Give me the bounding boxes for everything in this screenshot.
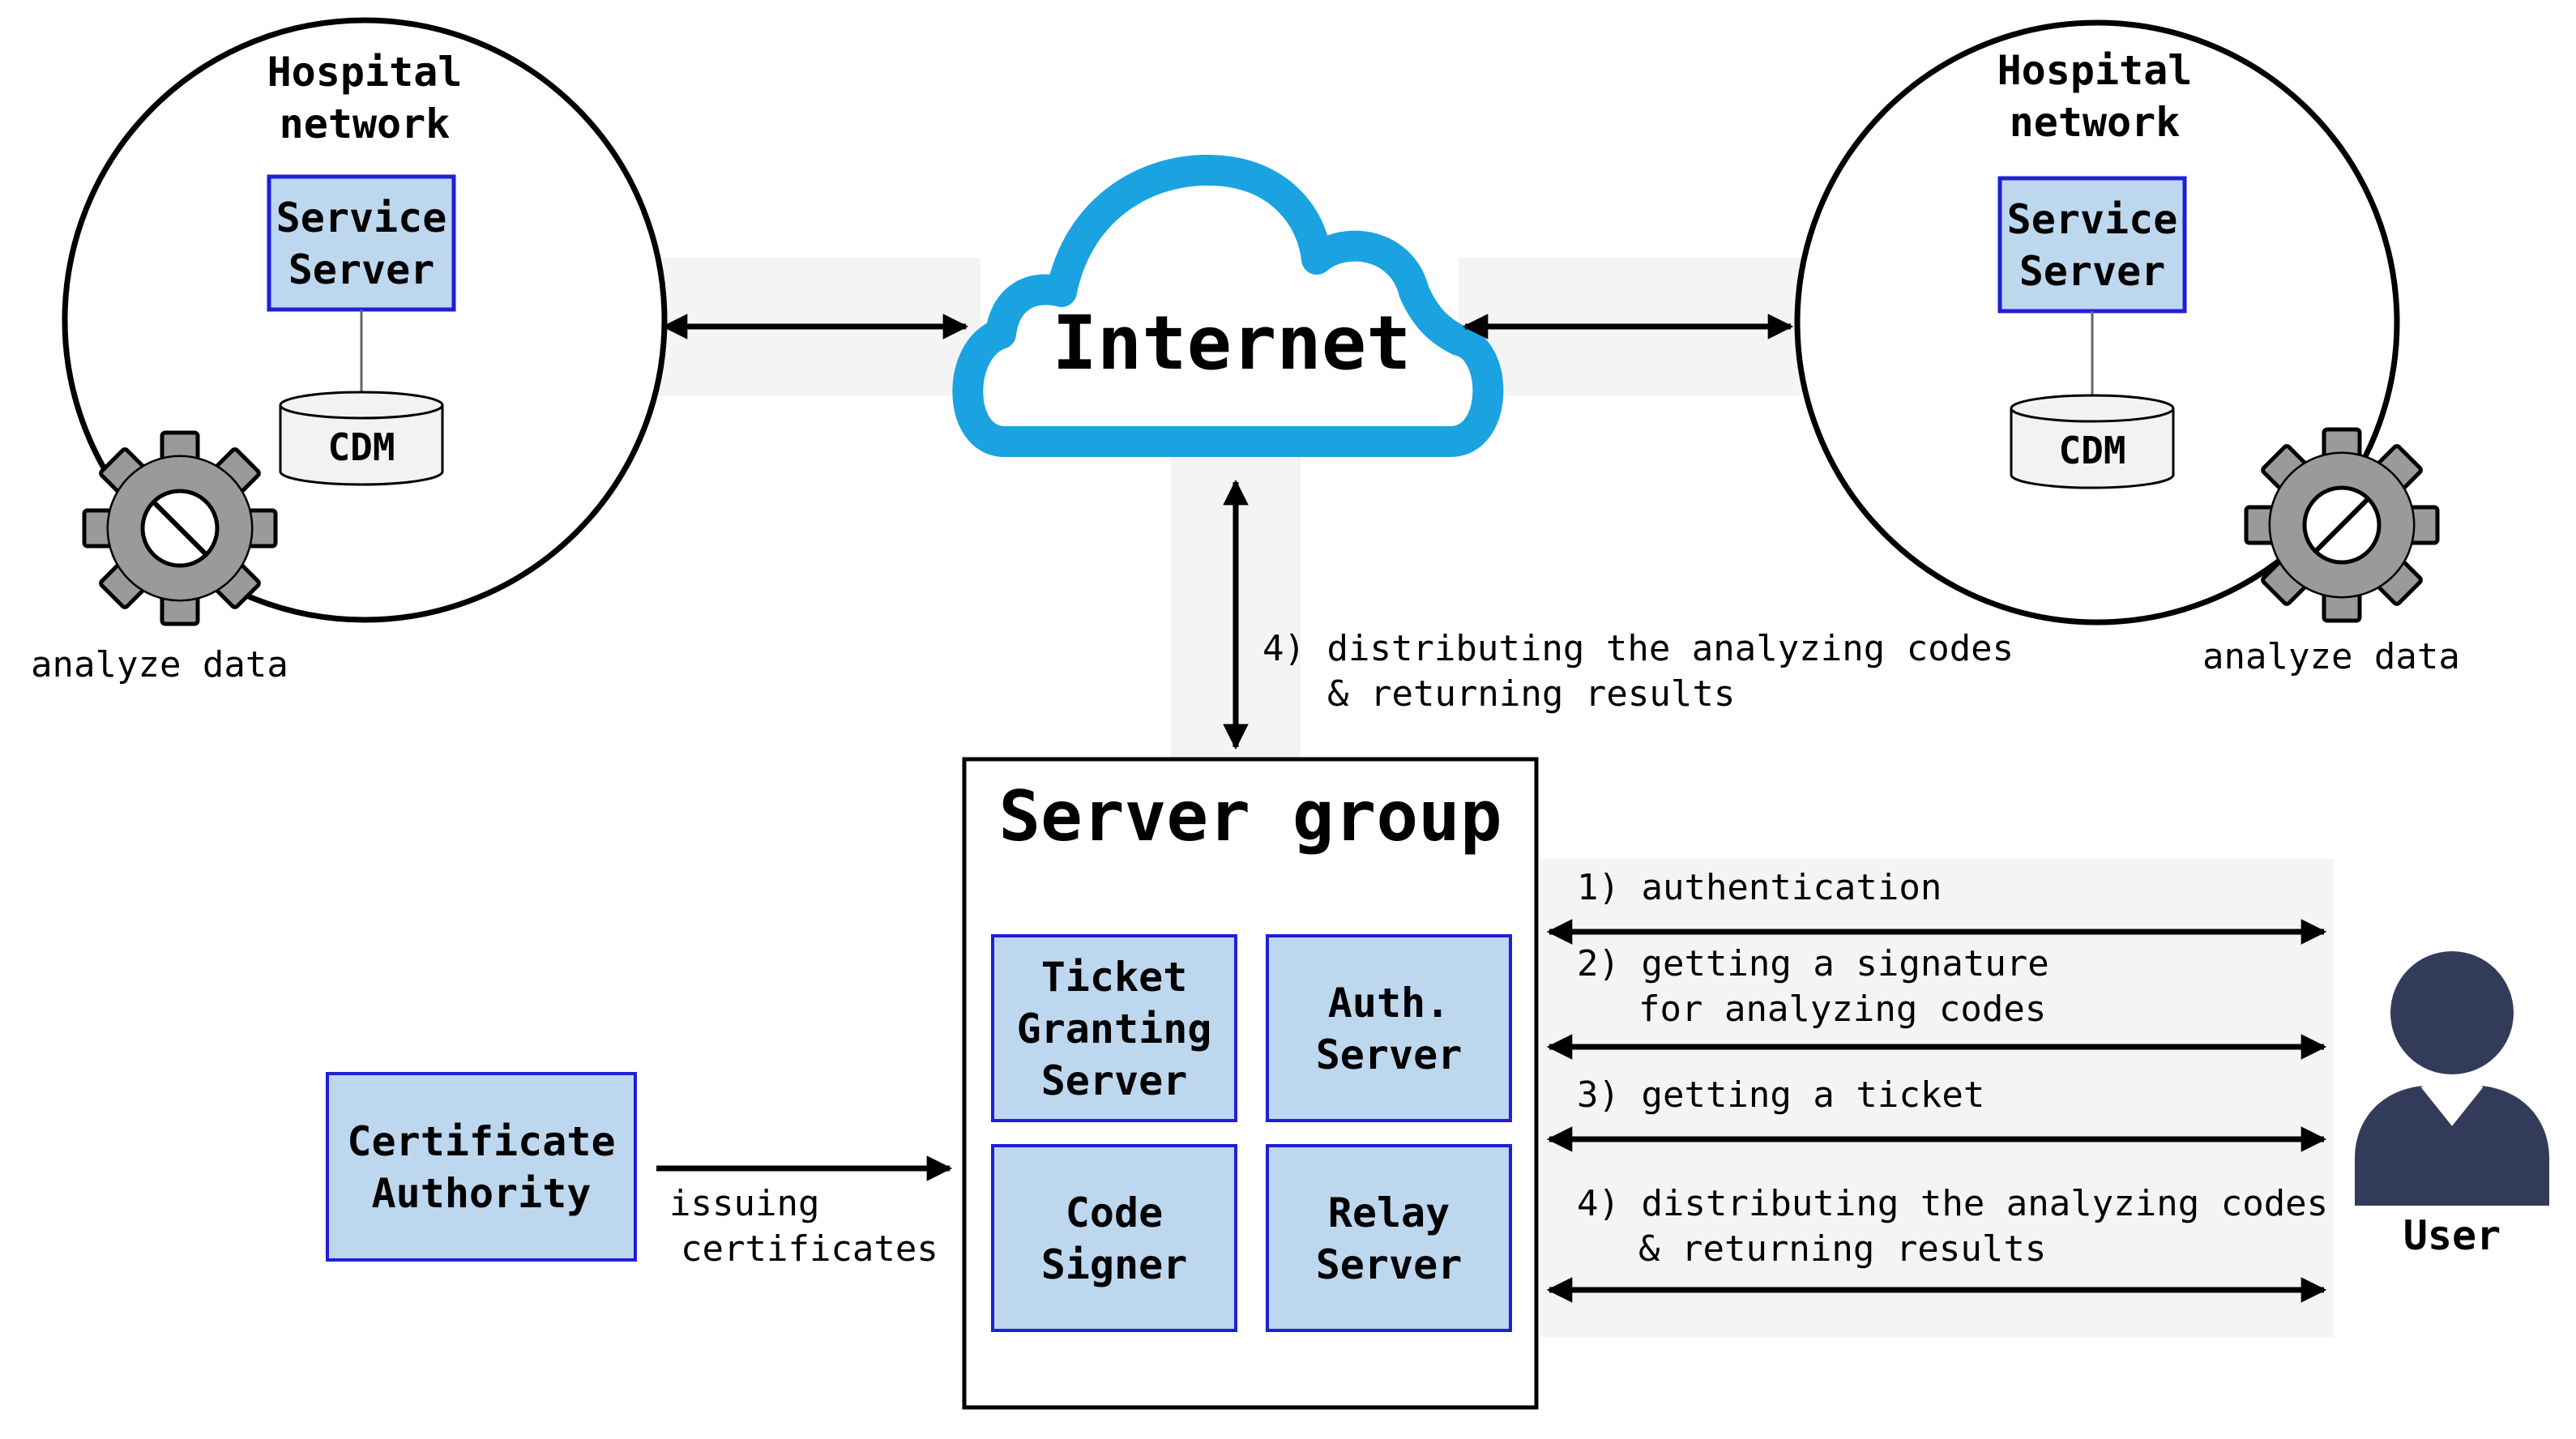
step-4-label-1: 4) distributing the analyzing codes [1577, 1183, 2328, 1224]
left-service-server-box[interactable] [267, 174, 456, 312]
internet-label: Internet [1052, 300, 1411, 386]
right-network-title-2: network [2010, 99, 2181, 146]
left-analyze-data-caption: analyze data [31, 644, 288, 685]
code-signer-label-2: Signer [1041, 1241, 1188, 1288]
left-cdm-database[interactable]: CDM [279, 391, 444, 486]
user[interactable]: User [2355, 951, 2549, 1259]
tgs-label-2: Granting [1017, 1006, 1212, 1053]
certificate-authority-label-2: Authority [372, 1170, 592, 1217]
left-gear-icon [82, 430, 278, 626]
relay-server-box[interactable] [1266, 1144, 1512, 1332]
right-service-server-label-2: Server [2019, 248, 2166, 295]
right-cdm-label: CDM [2058, 429, 2125, 472]
left-network-title-2: network [280, 100, 451, 147]
right-analyze-data-caption: analyze data [2202, 636, 2460, 677]
step-4-label-2: & returning results [1638, 1228, 2046, 1270]
auth-server-box[interactable] [1266, 934, 1512, 1122]
server-group-title: Server group [998, 776, 1502, 857]
user-label: User [2403, 1212, 2501, 1259]
tgs-label-1: Ticket [1041, 954, 1188, 1001]
step-1-label: 1) authentication [1577, 867, 1942, 908]
code-signer-label-1: Code [1066, 1189, 1163, 1236]
internet-link-label-1: 4) distributing the analyzing codes [1262, 628, 2014, 669]
internet-link-label-2: & returning results [1327, 673, 1735, 715]
left-network-title-1: Hospital [267, 49, 463, 96]
right-cdm-database[interactable]: CDM [2010, 394, 2175, 489]
certificate-authority: Certificate Authority issuing certificat… [326, 1072, 953, 1270]
right-gear-icon [2244, 427, 2440, 623]
left-hospital-network: Hospital network Service Server CDM [31, 17, 668, 685]
left-service-server-label-2: Server [288, 246, 435, 293]
certificate-authority-box[interactable] [326, 1072, 637, 1262]
internet-cloud[interactable]: Internet [952, 155, 1504, 457]
user-icon [2355, 951, 2549, 1206]
left-service-server-label-1: Service [276, 194, 447, 241]
server-group: Server group Ticket Granting Server Auth… [962, 757, 1539, 1410]
step-2-label-2: for analyzing codes [1638, 989, 2046, 1030]
user-steps: 1) authentication 2) getting a signature… [1546, 867, 2328, 1303]
step-2-label-1: 2) getting a signature [1577, 943, 2049, 984]
right-network-circle [1794, 19, 2400, 626]
ca-link-label-2: certificates [681, 1228, 938, 1270]
auth-server-label-2: Server [1316, 1031, 1463, 1078]
relay-server-label-1: Relay [1328, 1189, 1450, 1236]
certificate-authority-label-1: Certificate [347, 1118, 615, 1165]
left-cdm-label: CDM [327, 425, 395, 469]
auth-server-label-1: Auth. [1328, 980, 1450, 1027]
relay-server-label-2: Server [1316, 1241, 1463, 1288]
right-service-server-label-1: Service [2007, 196, 2178, 243]
right-hospital-network: Hospital network Service Server CDM [1794, 19, 2460, 677]
step-3-label: 3) getting a ticket [1577, 1074, 1984, 1116]
tgs-label-3: Server [1041, 1057, 1188, 1104]
cloud-icon [952, 155, 1504, 457]
ticket-granting-server-box[interactable] [991, 934, 1237, 1122]
code-signer-box[interactable] [991, 1144, 1237, 1332]
ca-link-label-1: issuing [669, 1183, 819, 1224]
right-network-title-1: Hospital [1997, 47, 2193, 94]
